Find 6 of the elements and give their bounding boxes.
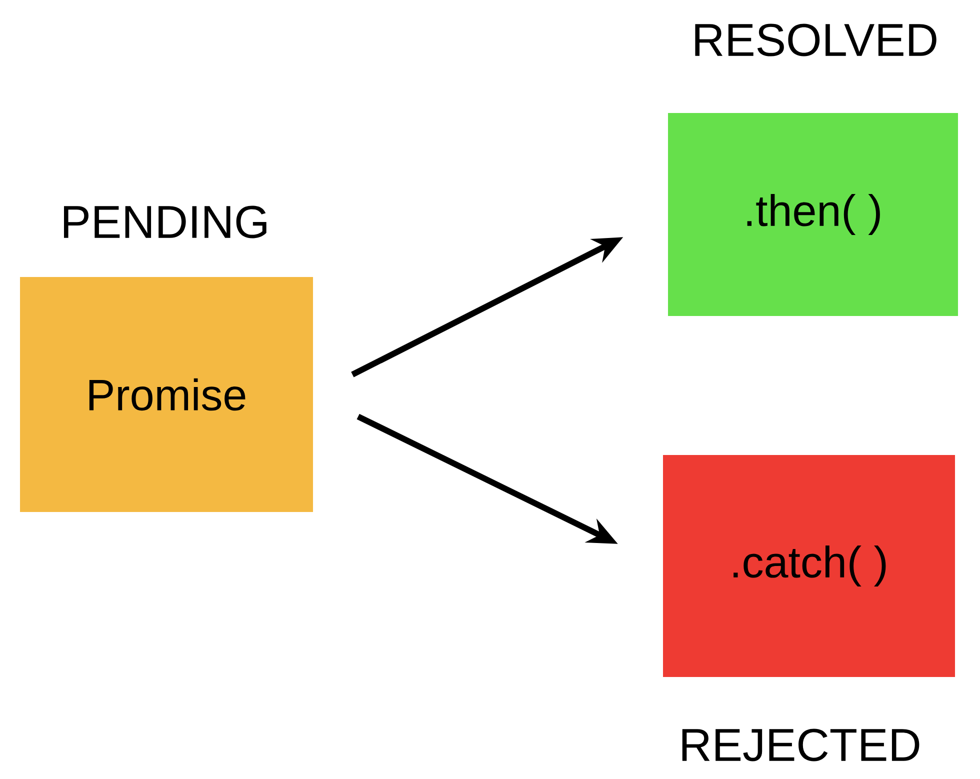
state-box: .then( ) [668, 113, 958, 316]
state-heading: PENDING [64, 206, 266, 238]
state-heading: RESOLVED [695, 24, 936, 56]
state-box: Promise [20, 277, 313, 512]
state-heading: REJECTED [682, 728, 920, 762]
state-box: .catch( ) [663, 454, 955, 677]
